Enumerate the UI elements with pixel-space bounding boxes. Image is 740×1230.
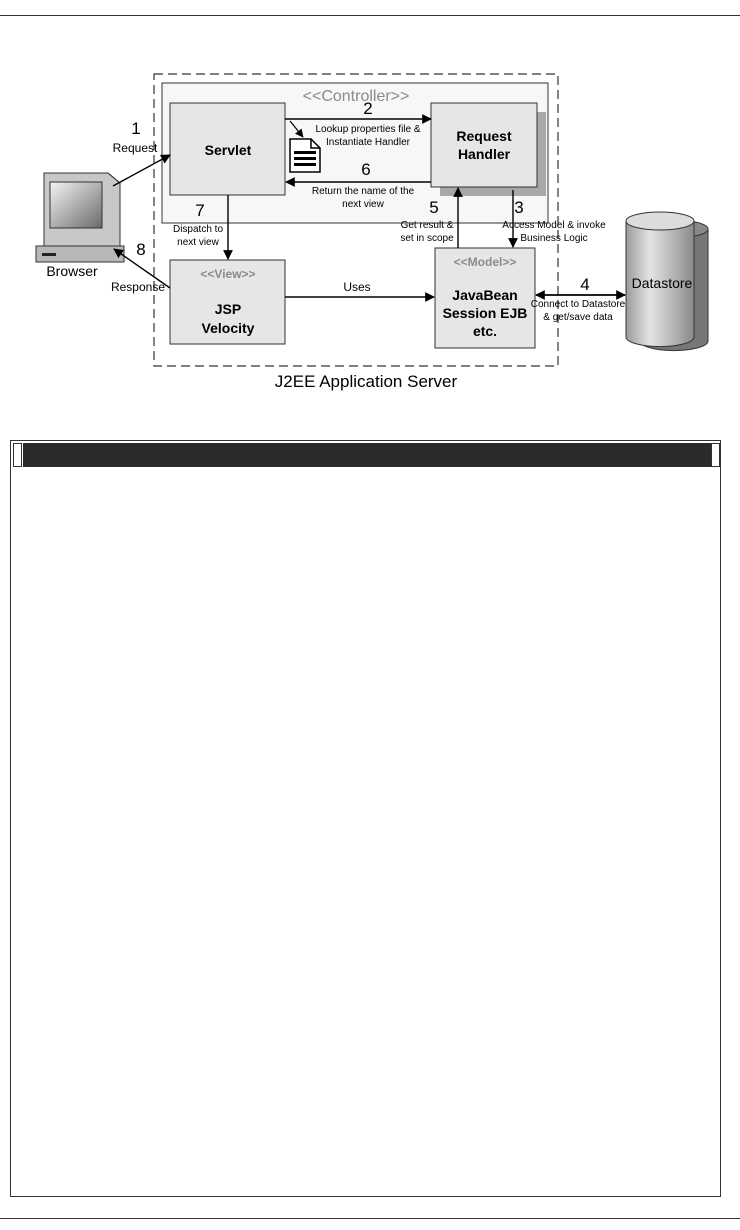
model-label-line2: Session EJB: [443, 305, 528, 321]
model-label-line1: JavaBean: [452, 287, 517, 303]
view-stereotype: <<View>>: [200, 267, 255, 281]
step-4-label-line1: Connect to Datastore: [531, 299, 626, 310]
step-1-label: Request: [113, 141, 158, 155]
browser-computer-icon: [35, 172, 125, 263]
arrow-2-file: [289, 120, 304, 138]
step-5-label-line1: Get result &: [401, 220, 454, 231]
step-5-label-line2: set in scope: [400, 233, 454, 244]
servlet-box: [169, 102, 286, 196]
view-box: [169, 259, 286, 345]
step-2-label-line2: Instantiate Handler: [326, 137, 411, 148]
step-1-number: 1: [131, 119, 140, 138]
controller-stereotype: <<Controller>>: [303, 88, 410, 105]
step-3-label-line1: Access Model & invoke: [502, 220, 606, 231]
bottom-rule: [0, 1218, 740, 1219]
servlet-label: Servlet: [205, 142, 252, 158]
model-label-line3: etc.: [473, 323, 497, 339]
app-server-label: J2EE Application Server: [275, 372, 458, 391]
step-2-number: 2: [363, 99, 372, 118]
step-8-label: Response: [111, 280, 165, 294]
app-server-boundary: [153, 73, 559, 367]
arrow-1-request: [112, 154, 171, 187]
model-box: [434, 247, 536, 349]
step-6-number: 6: [361, 160, 370, 179]
request-handler-label-line1: Request: [456, 128, 512, 144]
step-4-number: 4: [580, 275, 589, 294]
request-handler-box: [430, 102, 538, 188]
datastore-label: Datastore: [632, 275, 693, 291]
step-7-label-line2: next view: [177, 237, 219, 248]
browser-label: Browser: [46, 263, 98, 279]
request-handler-label-line2: Handler: [458, 146, 511, 162]
step-7-label-line1: Dispatch to: [173, 224, 223, 235]
mvc-architecture-diagram: J2EE Application Server <<Controller>> S…: [35, 73, 709, 391]
step-3-number: 3: [514, 198, 523, 217]
panel-corner-left: [13, 443, 22, 467]
content-panel: [10, 440, 721, 1197]
model-stereotype: <<Model>>: [454, 255, 517, 269]
step-6-label-line2: next view: [342, 199, 384, 210]
arrow-8-response: [113, 248, 171, 289]
step-2-label-line1: Lookup properties file &: [315, 124, 420, 135]
step-5-number: 5: [429, 198, 438, 217]
datastore-cylinder-icon: [625, 211, 709, 352]
step-3-label-line2: Business Logic: [520, 233, 587, 244]
step-4-label-line2: & get/save data: [543, 312, 613, 323]
step-7-number: 7: [195, 201, 204, 220]
top-rule: [0, 15, 740, 16]
step-6-label-line1: Return the name of the: [312, 186, 415, 197]
step-8-number: 8: [136, 240, 145, 259]
view-label-line2: Velocity: [202, 320, 255, 336]
properties-file-icon: [289, 138, 321, 173]
panel-header-bar: [23, 443, 711, 467]
view-label-line1: JSP: [215, 301, 241, 317]
uses-label: Uses: [343, 280, 370, 294]
panel-corner-right: [711, 443, 720, 467]
